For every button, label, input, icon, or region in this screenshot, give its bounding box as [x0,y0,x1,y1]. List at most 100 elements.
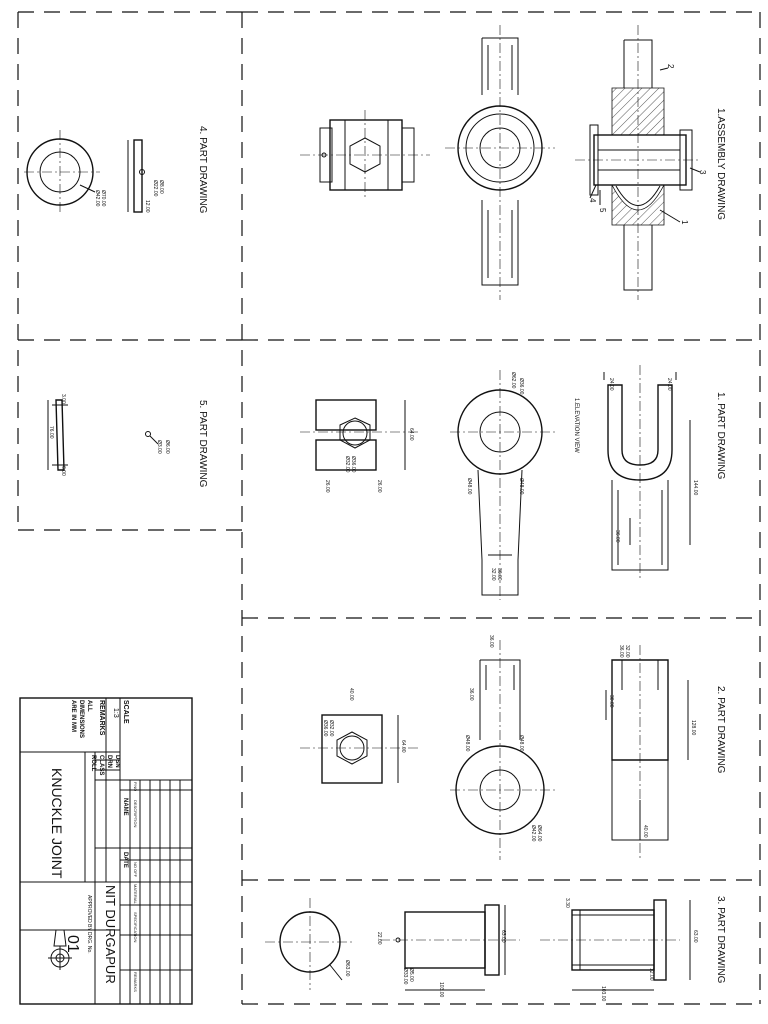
p3-dim-h: Ø33.00 [402,968,408,985]
p4-dim-b: Ø22.00 [152,180,158,197]
sheet-frame [17,11,761,1005]
p2-dim-m: 64.00 [400,740,406,753]
assembly-sectional-view [575,25,701,300]
p4-dim-e: 12.00 [144,200,150,213]
p1-dim-f: Ø62.00 [510,372,516,389]
part4-title: 4. PART DRAWING [197,126,208,214]
p3-dim-a: 63.00 [692,930,698,943]
p1-dim-i: 36.00 [496,568,502,581]
p2-dim-h: Ø48.00 [518,735,524,752]
part3-title: 3. PART DRAWING [715,896,726,984]
remarks-line-1: ALL [86,700,92,712]
p1-dim-d: 36.00 [614,530,620,543]
p2-dim-c: 30.00 [608,695,614,708]
p1-dim-j: 32.00 [490,568,496,581]
roll-label: ROLL [90,755,96,772]
p5-dim-d: Ø6.00 [164,440,170,454]
remarks-line-2: DIMENSIONS [78,700,84,738]
drg-no-label: DRG. No. [86,932,92,954]
p1-dim-n: Ø36.00 [350,456,356,473]
p3-dim-f: 22.00 [376,932,382,945]
approved-by-label: APPROVED BY [86,895,92,932]
specification-label: SPECIFICATION [133,912,138,942]
remarks-col-label: REMARKS [133,972,138,992]
p2-dim-n: Ø32.00 [328,720,334,737]
p2-dim-k: Ø42.00 [530,825,536,842]
p1-dim-e: Ø36.00 [518,378,524,395]
material-label: MATERIAL [133,884,138,904]
drawing-title: KNUCKLE JOINT [49,768,65,879]
part2-fork-view: 36.00 32.00 30.00 128.00 40.00 [605,645,696,860]
part2-side-view: 40.00 64.00 Ø32.00 Ø36.00 [300,688,420,784]
part2-eye-view: 36.00 Ø48.00 Ø48.00 36.00 Ø64.00 Ø42.00 [450,635,555,860]
p3-dim-b: 3.30 [564,898,570,908]
part3-pin-view: 63.00 3.30 103.00 12.00 [540,898,698,1002]
part2-title: 2. PART DRAWING [715,686,726,774]
balloon-1: 1 [680,220,689,225]
remarks-line-3: ARE IN MM [70,700,76,732]
remarks-label: REMARKS [98,700,105,736]
part1-fork-view: 24.00 24.00 144.00 36.00 [603,365,698,580]
p4-dim-d: Ø42.00 [94,190,100,207]
no-off-label: NO OFF [133,862,138,878]
title-block-labels: SCALE 1:3 REMARKS ALL DIMENSIONS ARE IN … [49,700,138,992]
p1-dim-a: 24.00 [608,378,614,391]
p3-dim-d: 12.00 [648,968,654,981]
p2-dim-e: 40.00 [642,825,648,838]
description-label: DESCRIPTION [133,800,138,827]
scale-value: 1:3 [112,708,119,718]
p3-dim-c: 103.00 [600,986,606,1002]
assembly-balloons: 1 2 3 4 5 [588,64,707,225]
p5-dim-c: 6.00 [60,466,66,476]
p1-dim-h: Ø48.00 [518,478,524,495]
p5-dim-e: Ø3.00 [156,440,162,454]
p4-dim-c: Ø70.00 [100,190,106,207]
part5-taper-pin: 3.00 76.00 6.00 Ø6.00 Ø3.00 [47,394,170,476]
p2-dim-i: 36.00 [468,688,474,701]
p1-dim-c: 144.00 [692,480,698,496]
p2-dim-l: 40.00 [348,688,354,701]
p2-dim-j: Ø64.00 [536,825,542,842]
p3-dim-i: 103.00 [438,982,444,998]
balloon-2: 2 [666,64,675,69]
name-label: NAME [122,798,128,816]
part1-title: 1. PART DRAWING [715,392,726,480]
p3-dim-e: 63.00 [500,930,506,943]
part5-title: 5. PART DRAWING [197,400,208,488]
p2-dim-a: 36.00 [618,645,624,658]
p3-dim-j: Ø63.00 [344,960,350,977]
p1-dim-k: 64.00 [408,428,414,441]
part1-eye-view: Ø36.00 Ø62.00 Ø48.00 Ø48.00 36.00 32.00 [450,370,555,600]
part3-pin-side-view: 63.00 22.00 Ø5.00 Ø33.00 103.00 [376,904,520,998]
institute-name: NIT DURGAPUR [103,885,118,984]
drn-label: DRN [106,755,112,768]
p2-dim-g: Ø48.00 [464,735,470,752]
part1-side-view: 64.00 26.00 26.00 Ø36.00 Ø32.00 [300,399,420,493]
p5-dim-b: 76.00 [48,426,54,439]
p5-dim-a: 3.00 [60,394,66,404]
pno-label: P.NO [133,782,138,791]
drg-no: 01 [64,935,81,953]
p2-dim-o: Ø36.00 [322,720,328,737]
balloon-4: 4 [588,198,597,203]
p1-dim-l: 26.00 [324,480,330,493]
p1-dim-m: 26.00 [376,480,382,493]
elevation-view-label: 1.ELEVATION VIEW [573,398,579,453]
p2-dim-f: 36.00 [488,635,494,648]
balloon-5: 5 [598,208,607,213]
scale-label: SCALE [122,700,129,724]
p1-dim-b: 24.00 [666,378,672,391]
p2-dim-b: 32.00 [624,645,630,658]
title-block [19,697,193,1005]
p1-dim-o: Ø32.00 [344,456,350,473]
assembly-title: 1.ASSEMBLY DRAWING [715,108,726,220]
p1-dim-g: Ø48.00 [466,478,472,495]
p4-dim-a: Ø8.00 [158,180,164,194]
assembly-front-view [445,25,555,300]
part4-collar-views: Ø8.00 Ø22.00 Ø70.00 Ø42.00 12.00 [24,130,164,215]
part3-end-view: Ø63.00 [265,898,355,990]
class-label: CLASS [98,755,104,775]
balloon-3: 3 [698,170,707,175]
